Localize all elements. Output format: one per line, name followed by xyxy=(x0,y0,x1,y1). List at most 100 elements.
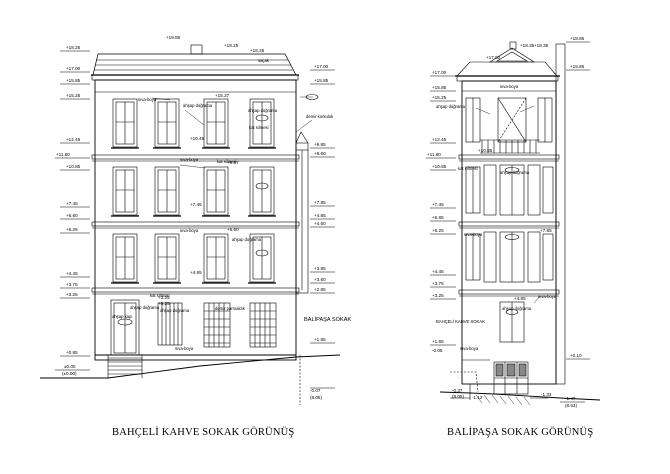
right-level-markers xyxy=(426,41,590,403)
left-note: demir korkuluk xyxy=(306,114,334,119)
right-right-level-label: +18.35 xyxy=(534,43,549,48)
left-note: ahşap kapı xyxy=(112,314,133,319)
right-bottom-level: (8.53) xyxy=(565,403,577,408)
right-level-label: +7.45 xyxy=(432,202,444,207)
right-note: sıva-boya xyxy=(538,294,557,299)
right-floor-cornices xyxy=(458,154,560,297)
right-right-level-label: +4.85 xyxy=(514,296,526,301)
right-bottom-level: -0.37 xyxy=(452,388,463,393)
left-right-level-label: +2.85 xyxy=(314,287,326,292)
left-interior-level: +10.45 xyxy=(190,136,205,141)
left-windows-floor-0 xyxy=(111,233,276,284)
right-bottom-level: -1.12 xyxy=(472,395,483,400)
left-ground-line xyxy=(40,354,341,379)
left-elevation-drawing xyxy=(40,44,341,405)
left-note: ahşap doğrama xyxy=(183,103,213,108)
right-note: sıva-boya xyxy=(500,84,519,89)
right-level-label: +4.45 xyxy=(432,269,444,274)
left-bottom-level-sub: (8.05) xyxy=(310,395,322,400)
left-floor-cornices xyxy=(91,154,300,295)
left-interior-level: +7.45 xyxy=(190,202,202,207)
right-level-markers-left xyxy=(310,69,335,389)
right-level-label: +12.45 xyxy=(432,137,447,142)
left-roof-eave-level: +19.25 xyxy=(224,43,239,48)
right-windows-floor-0 xyxy=(465,231,554,283)
right-right-level-label: +10.85 xyxy=(478,148,493,153)
left-level-label: +11.60 xyxy=(56,152,70,157)
left-side-oriel xyxy=(295,131,309,294)
street-label-balipasa: BALİPAŞA SOKAK xyxy=(304,316,351,323)
left-bottom-level: -0.07 xyxy=(310,388,321,393)
left-level-label: +6.60 xyxy=(66,213,78,218)
right-bottom-level: -1.47 xyxy=(565,396,576,401)
right-elevation-caption: BALİPAŞA SOKAK GÖRÜNÜŞ xyxy=(447,427,594,438)
left-note: ahşap doğrama xyxy=(232,237,262,242)
left-windows-floor-2 xyxy=(111,98,276,149)
left-right-level-label: +17.00 xyxy=(314,64,329,69)
left-level-label: (±0.00) xyxy=(62,371,77,376)
right-note: ahşap doğrama xyxy=(502,306,532,311)
left-note: ahşap doğrama xyxy=(130,305,160,310)
left-interior-level: +6.60 xyxy=(227,227,239,232)
right-roof-top-right-level: +18.85 xyxy=(570,36,585,41)
right-right-level-label: +15.85 xyxy=(570,64,585,69)
left-note: saçak xyxy=(258,58,270,63)
left-interior-level: +0.25 xyxy=(158,301,170,306)
right-bottom-level: -1.33 xyxy=(541,392,552,397)
left-interior-level: +3.25 xyxy=(158,295,170,300)
left-level-label: +0.85 xyxy=(66,350,78,355)
left-note: sıva-boya xyxy=(180,228,199,233)
left-right-level-label: +4.60 xyxy=(314,221,326,226)
left-right-level-label: +4.85 xyxy=(314,213,326,218)
right-level-label: +6.25 xyxy=(432,228,444,233)
right-bottom-level: (8.05) xyxy=(452,394,464,399)
right-level-label: +6.85 xyxy=(432,215,444,220)
right-level-label: -0.05 xyxy=(432,348,443,353)
right-right-level-label: +7.85 xyxy=(540,228,552,233)
left-note: sıva-boya xyxy=(175,346,194,351)
left-elevation-caption: BAHÇELİ KAHVE SOKAK GÖRÜNÜŞ xyxy=(112,427,295,438)
right-note: sıva-boya xyxy=(464,232,483,237)
right-facade-body xyxy=(461,80,557,385)
left-windows-floor-1 xyxy=(111,166,276,217)
left-interior-level: +4.85 xyxy=(190,270,202,275)
right-note-leaders xyxy=(475,105,541,304)
right-ground-floor xyxy=(462,301,529,395)
left-level-label: +7.45 xyxy=(66,201,78,206)
right-roof-mid-level: +17.00 xyxy=(486,55,501,60)
right-level-label: +15.25 xyxy=(432,95,447,100)
left-level-label: +10.85 xyxy=(66,164,81,169)
left-right-level-label: +15.85 xyxy=(314,78,329,83)
left-elevation-labels: +19.85 +19.25 +18.25 +18.25 +17.00 +15.8… xyxy=(56,35,351,400)
left-parapet-level: +18.25 xyxy=(250,48,265,53)
right-level-label: +3.25 xyxy=(432,293,444,298)
left-right-level-label: +3.60 xyxy=(314,277,326,282)
right-note: ahşap doğrama xyxy=(500,170,530,175)
right-windows-floor-1 xyxy=(465,164,554,216)
left-level-label: +12.45 xyxy=(66,137,81,142)
left-right-level-label: +9.60 xyxy=(314,151,326,156)
left-note: kat silmesi xyxy=(249,125,269,130)
right-level-label: +11.60 xyxy=(427,152,441,157)
left-right-level-label: +9.85 xyxy=(314,142,326,147)
left-level-label: +3.75 xyxy=(66,282,78,287)
right-note: ahşap doğrama xyxy=(436,104,466,109)
left-note: kat silmesi xyxy=(150,293,170,298)
right-level-label: +1.85 xyxy=(432,339,444,344)
right-elevation-drawing xyxy=(426,41,601,406)
left-note: sıva-boya xyxy=(180,157,199,162)
right-right-level-label: +0.10 xyxy=(570,353,582,358)
street-label-bahceli-kahve: BAHÇELİ KAHVE SOKAK xyxy=(436,319,485,324)
right-top-balcony xyxy=(465,97,553,154)
left-roof xyxy=(91,44,299,81)
left-interior-level: +15.27 xyxy=(215,93,230,98)
right-roof xyxy=(455,41,566,385)
left-note: sıva-boya xyxy=(138,97,157,102)
right-note: sıva-boya xyxy=(460,346,479,351)
left-level-label: +17.00 xyxy=(66,66,81,71)
left-note: kat silmesi xyxy=(217,159,237,164)
right-level-label: +3.75 xyxy=(432,281,444,286)
right-level-label: +15.85 xyxy=(432,85,447,90)
right-note: kat silmesi xyxy=(458,166,478,171)
